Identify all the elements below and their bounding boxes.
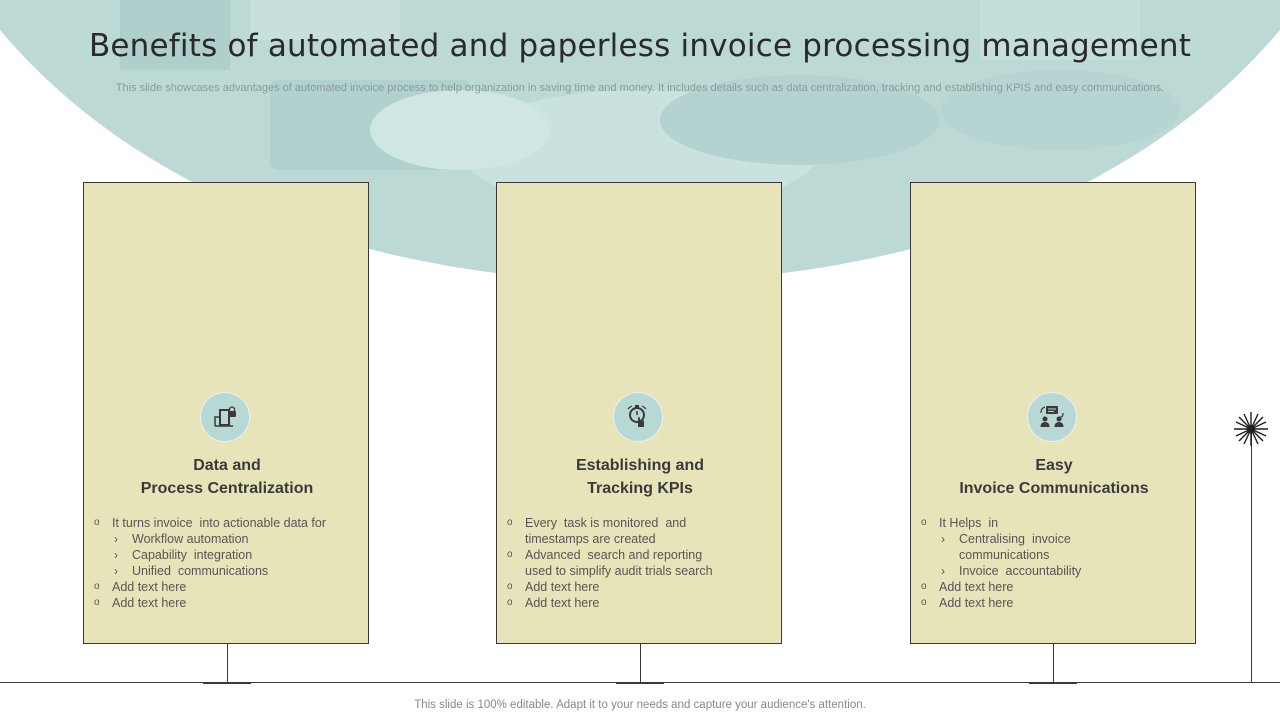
list-item-text: Add text here xyxy=(939,580,1014,594)
list-item: o Every task is monitored and xyxy=(507,515,777,531)
card-bullet-list: o It Helps in › Centralising invoice communi… xyxy=(921,515,1191,611)
card-title: Data and Process Centralization xyxy=(140,457,314,497)
list-item-text: Add text here xyxy=(112,580,187,594)
star-pole xyxy=(1251,430,1252,683)
list-item-text: Add text here xyxy=(525,596,600,610)
list-item: › Workflow automation xyxy=(94,531,364,547)
list-item-text: It turns invoice into actionable data fo… xyxy=(112,516,327,530)
chevron-bullet-icon: › xyxy=(114,532,118,546)
list-item-text: Add text here xyxy=(525,580,600,594)
list-item: o It Helps in xyxy=(921,515,1191,531)
list-item: communications xyxy=(921,547,1191,563)
chevron-bullet-icon: › xyxy=(114,564,118,578)
list-item-text: Add text here xyxy=(939,596,1014,610)
circle-bullet-icon: o xyxy=(94,517,100,528)
circle-bullet-icon: o xyxy=(94,597,100,608)
list-item: › Unified communications xyxy=(94,563,364,579)
card-stand-foot xyxy=(203,682,251,684)
list-item: o Add text here xyxy=(921,595,1191,611)
card-stand xyxy=(227,644,228,683)
list-item-text: timestamps are created xyxy=(525,532,656,546)
chevron-bullet-icon: › xyxy=(941,564,945,578)
card-invoice-communications: Easy Invoice Communications o It Helps in… xyxy=(910,182,1196,644)
list-item-text: Workflow automation xyxy=(132,532,249,546)
list-item-text: Every task is monitored and xyxy=(525,516,687,530)
list-item-text: Unified communications xyxy=(132,564,269,578)
chevron-bullet-icon: › xyxy=(114,548,118,562)
list-item-text: It Helps in xyxy=(939,516,999,530)
card-bullet-list: o Every task is monitored and timestamps a… xyxy=(507,515,777,611)
circle-bullet-icon: o xyxy=(921,581,927,592)
list-item: o It turns invoice into actionable data f… xyxy=(94,515,364,531)
circle-bullet-icon: o xyxy=(507,597,513,608)
list-item: o Add text here xyxy=(94,595,364,611)
card-title: Easy Invoice Communications xyxy=(959,457,1149,497)
list-item: o Add text here xyxy=(507,579,777,595)
sparkle-icon xyxy=(1234,412,1268,446)
circle-bullet-icon: o xyxy=(507,549,513,560)
card-tracking-kpis: Establishing and Tracking KPIs o Every ta… xyxy=(496,182,782,644)
chevron-bullet-icon: › xyxy=(941,532,945,546)
card-stand xyxy=(1053,644,1054,683)
list-item: o Advanced search and reporting xyxy=(507,547,777,563)
card-stand-foot xyxy=(616,682,664,684)
list-item: timestamps are created xyxy=(507,531,777,547)
circle-bullet-icon: o xyxy=(507,517,513,528)
list-item-text: communications xyxy=(959,548,1050,562)
slide-subtitle: This slide showcases advantages of autom… xyxy=(115,82,1165,94)
list-item-text: Advanced search and reporting xyxy=(525,548,703,562)
list-item: o Add text here xyxy=(507,595,777,611)
list-item: used to simplify audit trials search xyxy=(507,563,777,579)
list-item: › Invoice accountability xyxy=(921,563,1191,579)
circle-bullet-icon: o xyxy=(507,581,513,592)
list-item-text: Invoice accountability xyxy=(959,564,1082,578)
list-item-text: Capability integration xyxy=(132,548,253,562)
stopwatch-touch-icon xyxy=(613,392,663,442)
card-bullet-list: o It turns invoice into actionable data f… xyxy=(94,515,364,611)
circle-bullet-icon: o xyxy=(921,517,927,528)
list-item-text: Centralising invoice xyxy=(959,532,1071,546)
list-item: › Centralising invoice xyxy=(921,531,1191,547)
card-title: Establishing and Tracking KPIs xyxy=(575,457,704,497)
card-data-centralization: Data and Process Centralization o It turn… xyxy=(83,182,369,644)
circle-bullet-icon: o xyxy=(921,597,927,608)
circle-bullet-icon: o xyxy=(94,581,100,592)
list-item: › Capability integration xyxy=(94,547,364,563)
list-item: o Add text here xyxy=(921,579,1191,595)
card-stand-foot xyxy=(1029,682,1077,684)
door-lock-icon xyxy=(200,392,250,442)
list-item-text: Add text here xyxy=(112,596,187,610)
list-item: o Add text here xyxy=(94,579,364,595)
slide-title: Benefits of automated and paperless invo… xyxy=(88,28,1192,64)
list-item-text: used to simplify audit trials search xyxy=(525,564,713,578)
people-chat-icon xyxy=(1027,392,1077,442)
slide-footer: This slide is 100% editable. Adapt it to… xyxy=(414,699,866,711)
card-stand xyxy=(640,644,641,683)
